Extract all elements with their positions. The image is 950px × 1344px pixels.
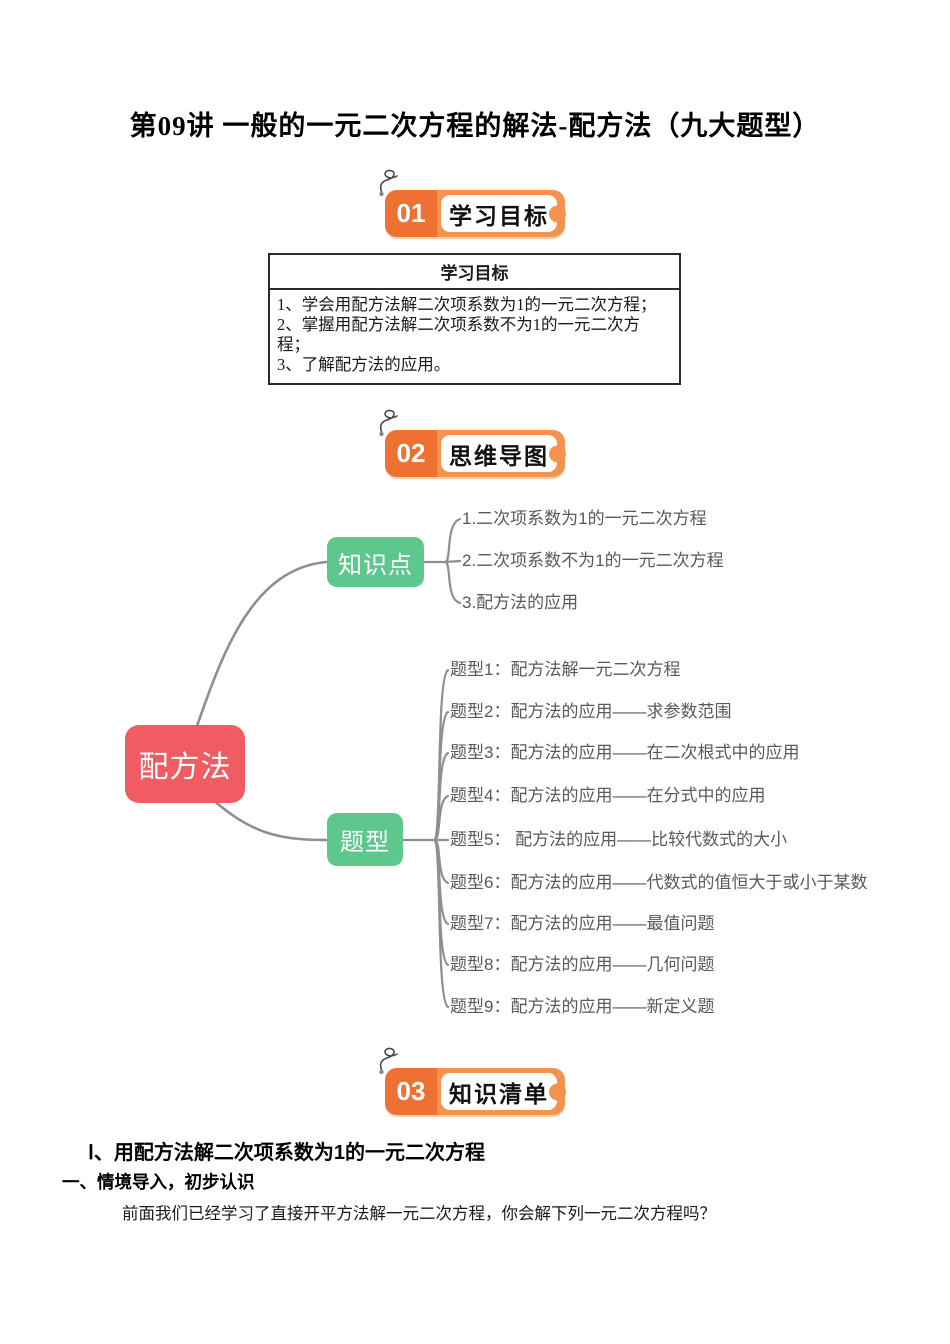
- section-label: 思维导图: [449, 442, 549, 469]
- section-number: 03: [385, 1068, 437, 1115]
- objectives-header: 学习目标: [270, 255, 679, 290]
- badge-frame: 03 知识清单: [385, 1068, 566, 1115]
- badge-pill: 知识清单: [441, 1073, 566, 1110]
- mindmap-branch-question-types: 题型: [327, 813, 403, 866]
- question-type-leaf: 题型3：配方法的应用——在二次根式中的应用: [450, 743, 800, 762]
- objective-item: 1、学会用配方法解二次项系数为1的一元二次方程；: [277, 295, 657, 314]
- badge-notch: [549, 1083, 566, 1100]
- section-badge-02: 02 思维导图: [379, 409, 566, 477]
- curl-pin-icon: [379, 409, 398, 437]
- section-badge-01: 01 学习目标: [379, 169, 566, 237]
- badge-pill: 学习目标: [441, 195, 566, 232]
- objectives-table: 学习目标 1、学会用配方法解二次项系数为1的一元二次方程； 2、掌握用配方法解二…: [268, 253, 681, 385]
- section-label: 学习目标: [449, 202, 549, 229]
- question-type-leaf: 题型6：配方法的应用——代数式的值恒大于或小于某数: [450, 873, 868, 892]
- section-number: 01: [385, 190, 437, 237]
- badge-frame: 01 学习目标: [385, 190, 566, 237]
- question-type-leaf: 题型8：配方法的应用——几何问题: [450, 955, 715, 974]
- knowledge-leaf: 1.二次项系数为1的一元二次方程: [462, 509, 707, 528]
- curl-pin-icon: [379, 169, 398, 197]
- curl-pin-icon: [379, 1047, 398, 1075]
- question-type-leaf: 题型7：配方法的应用——最值问题: [450, 914, 715, 933]
- knowledge-heading-2: 一、情境导入，初步认识: [62, 1172, 255, 1192]
- section-number: 02: [385, 430, 437, 477]
- question-type-leaf: 题型1：配方法解一元二次方程: [450, 660, 681, 679]
- knowledge-intro-text: 前面我们已经学习了直接开平方法解一元二次方程，你会解下列一元二次方程吗？: [122, 1204, 716, 1223]
- knowledge-leaf: 3.配方法的应用: [462, 593, 579, 612]
- question-type-leaf: 题型2：配方法的应用——求参数范围: [450, 702, 732, 721]
- badge-notch: [549, 445, 566, 462]
- section-label: 知识清单: [449, 1080, 549, 1107]
- question-type-leaf: 题型9：配方法的应用——新定义题: [450, 997, 715, 1016]
- question-type-leaf: 题型4：配方法的应用——在分式中的应用: [450, 786, 766, 805]
- knowledge-heading-1: Ⅰ、用配方法解二次项系数为1的一元二次方程: [88, 1142, 486, 1164]
- objectives-body: 1、学会用配方法解二次项系数为1的一元二次方程； 2、掌握用配方法解二次项系数不…: [270, 290, 679, 383]
- section-badge-03: 03 知识清单: [379, 1047, 566, 1115]
- mindmap-root-node: 配方法: [125, 725, 245, 803]
- page-title: 第09讲 一般的一元二次方程的解法-配方法（九大题型）: [129, 111, 821, 141]
- question-type-leaf: 题型5： 配方法的应用——比较代数式的大小: [450, 830, 788, 849]
- mindmap-branch-knowledge: 知识点: [327, 537, 424, 587]
- badge-notch: [549, 205, 566, 222]
- badge-pill: 思维导图: [441, 435, 566, 472]
- objective-item: 2、掌握用配方法解二次项系数不为1的一元二次方程；: [277, 315, 640, 354]
- knowledge-leaf: 2.二次项系数不为1的一元二次方程: [462, 551, 724, 570]
- objective-item: 3、了解配方法的应用。: [277, 355, 451, 374]
- badge-frame: 02 思维导图: [385, 430, 566, 477]
